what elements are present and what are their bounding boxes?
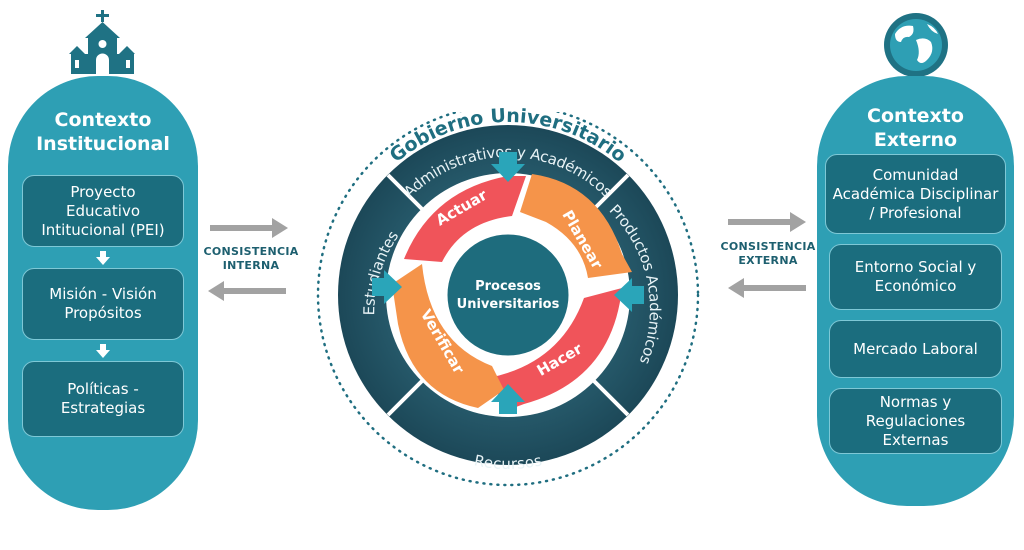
connector-arrow-bottom-icon: [491, 384, 525, 414]
external-context-title-line1: Contexto: [867, 105, 964, 127]
external-context-panel: Contexto Externo Comunidad Académica Dis…: [817, 76, 1014, 506]
external-consistency-line1: CONSISTENCIA: [720, 240, 816, 253]
internal-consistency-line2: INTERNA: [222, 259, 280, 272]
mission-vision-line2: Propósitos: [64, 304, 142, 322]
social-environment-line1: Entorno Social y: [854, 258, 977, 276]
internal-context-title: Contexto Institucional: [8, 108, 198, 156]
policies-line1: Políticas -: [67, 380, 139, 398]
external-consistency-line2: EXTERNA: [738, 254, 798, 267]
external-arrow-left-icon: [728, 278, 806, 298]
policies-box: Políticas - Estrategias: [22, 361, 184, 437]
pei-line2: Educativo: [65, 201, 141, 220]
external-context-title: Contexto Externo: [817, 104, 1014, 152]
connector-arrow-top-icon: [491, 152, 525, 182]
connector-arrow-left-icon: [372, 270, 402, 304]
cycle-arrow-hacer: [488, 288, 622, 410]
external-arrow-right-icon: [728, 212, 806, 232]
labor-market-line1: Mercado Laboral: [853, 339, 978, 358]
policies-line2: Estrategias: [60, 399, 146, 417]
university-process-diagram: Gobierno Universitario Administrativos y…: [316, 82, 700, 487]
internal-arrow-left-icon: [208, 281, 286, 301]
external-regulations-line2: Regulaciones: [865, 411, 966, 430]
down-arrow-icon: [96, 344, 110, 358]
social-environment-box: Entorno Social y Económico: [829, 244, 1002, 310]
pei-line3: Intitucional (PEI): [41, 220, 165, 239]
external-context-title-line2: Externo: [873, 129, 958, 151]
core-label-line2: Universitarios: [457, 297, 560, 312]
internal-consistency-line1: CONSISTENCIA: [203, 245, 299, 258]
governance-title-backdrop: [388, 82, 628, 112]
academic-community-line2: Académica Disciplinar: [832, 184, 999, 203]
down-arrow-icon: [96, 251, 110, 265]
internal-consistency-label: CONSISTENCIA INTERNA: [198, 245, 304, 273]
globe-icon: [884, 13, 948, 77]
academic-community-line1: Comunidad: [872, 165, 959, 184]
social-environment-line2: Económico: [874, 277, 957, 295]
labor-market-box: Mercado Laboral: [829, 320, 1002, 378]
cycle-arrow-verificar: [392, 264, 504, 408]
cycle-arrow-actuar: [404, 176, 526, 262]
church-icon: [69, 10, 135, 74]
external-regulations-line3: Externas: [882, 430, 949, 449]
core-label-line1: Procesos: [475, 279, 541, 294]
ring-label-bottom: Recursos: [473, 451, 544, 473]
internal-context-title-line1: Contexto: [54, 109, 152, 131]
external-consistency-label: CONSISTENCIA EXTERNA: [714, 240, 822, 268]
pei-line1: Proyecto: [70, 182, 136, 201]
external-regulations-line1: Normas y: [879, 392, 952, 411]
connector-arrow-right-icon: [614, 278, 644, 312]
cycle-arrow-planear: [520, 174, 632, 278]
internal-context-panel: Contexto Institucional Proyecto Educativ…: [8, 76, 198, 510]
external-regulations-box: Normas y Regulaciones Externas: [829, 388, 1002, 454]
internal-arrow-right-icon: [210, 218, 288, 238]
academic-community-box: Comunidad Académica Disciplinar / Profes…: [825, 154, 1006, 234]
internal-context-title-line2: Institucional: [36, 133, 170, 155]
core-circle: [444, 231, 572, 359]
academic-community-line3: / Profesional: [869, 203, 962, 222]
mission-vision-line1: Misión - Visión: [49, 285, 157, 303]
pei-box: Proyecto Educativo Intitucional (PEI): [22, 175, 184, 247]
mission-vision-box: Misión - Visión Propósitos: [22, 268, 184, 340]
